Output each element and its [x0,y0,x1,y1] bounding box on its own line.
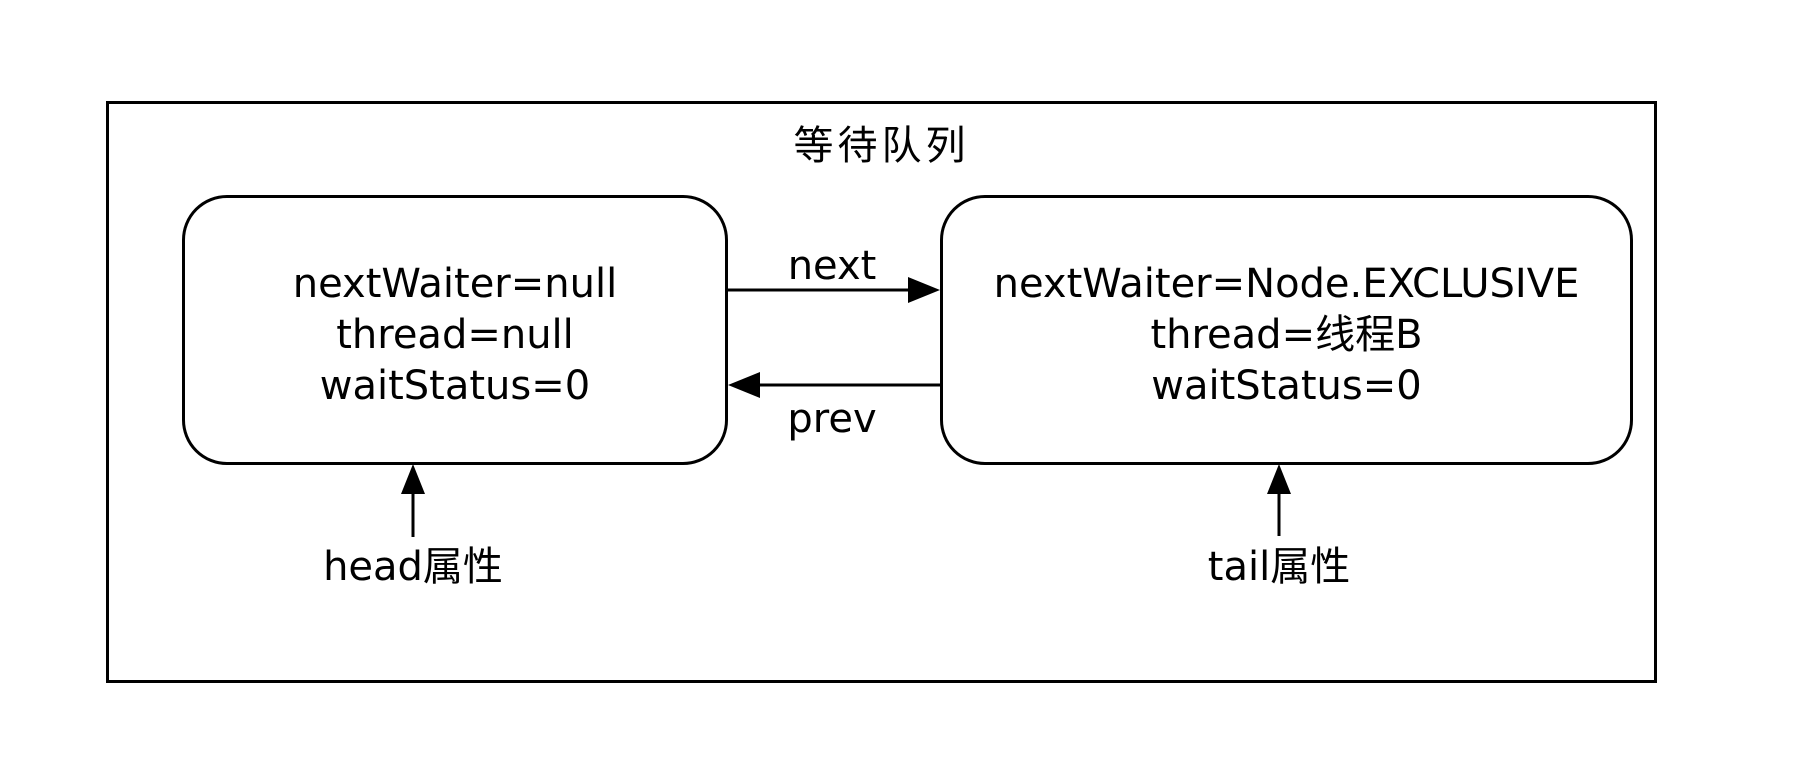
diagram-title: 等待队列 [793,123,970,169]
prev-edge-label: prev [787,396,877,442]
next-edge-label: next [787,243,877,289]
tail-node: nextWaiter=Node.EXCLUSIVE thread=线程B wai… [940,195,1633,465]
tail-attribute-label: tail属性 [1207,544,1351,590]
tail-node-thread-field: thread=线程B [1150,311,1423,358]
head-attribute-label: head属性 [323,544,503,590]
head-node-nextwaiter-field: nextWaiter=null [292,260,618,307]
head-node-waitstatus-field: waitStatus=0 [319,362,591,409]
tail-node-nextwaiter-field: nextWaiter=Node.EXCLUSIVE [993,260,1580,307]
head-node-thread-field: thread=null [336,311,574,358]
head-node: nextWaiter=null thread=null waitStatus=0 [182,195,728,465]
tail-node-waitstatus-field: waitStatus=0 [1151,362,1422,409]
